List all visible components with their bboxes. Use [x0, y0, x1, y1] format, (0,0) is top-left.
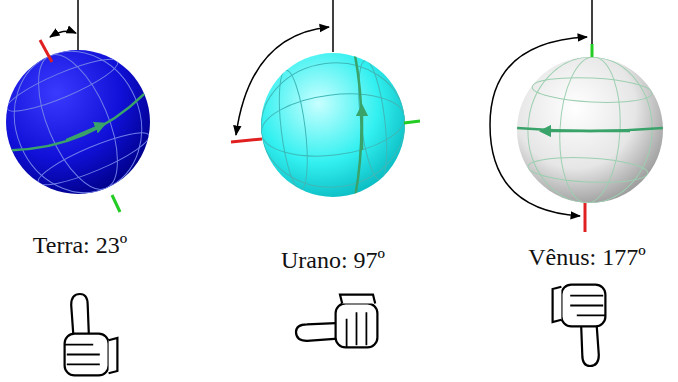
illustration-part — [517, 128, 663, 131]
illustration-part — [527, 155, 648, 185]
thumbs-down — [553, 285, 606, 366]
planet-tilt-label: Vênus: 177º — [528, 244, 645, 270]
illustration-part — [545, 130, 630, 133]
venus — [490, 0, 663, 232]
illustration-part — [355, 55, 362, 198]
illustration-part — [66, 125, 101, 140]
illustration-part — [591, 0, 593, 45]
illustration-part — [261, 53, 405, 197]
illustration-part — [332, 0, 334, 52]
illustration-part — [6, 50, 150, 194]
illustration-part — [50, 31, 76, 37]
earth — [0, 0, 172, 216]
illustration-part — [584, 203, 587, 232]
illustration-part — [112, 195, 120, 212]
illustration-part — [0, 28, 172, 217]
thumbs-up — [65, 294, 118, 375]
illustration-part — [254, 55, 412, 196]
illustration-part — [231, 139, 262, 142]
planet-tilt-label: Terra: 23º — [33, 232, 127, 258]
thumbs-sideways — [296, 295, 377, 348]
illustration-part — [404, 121, 420, 123]
illustration-part — [40, 40, 52, 62]
uranus — [231, 0, 420, 198]
illustration-part — [361, 110, 364, 150]
illustration-part — [258, 86, 408, 163]
planet-tilt-label: Urano: 97º — [281, 247, 385, 273]
illustration-part — [254, 55, 412, 196]
illustration-part — [22, 44, 133, 200]
illustration-part — [517, 57, 663, 203]
illustration-part — [532, 75, 653, 105]
illustration-part — [12, 94, 150, 163]
illustration-part — [274, 69, 312, 191]
illustration-part — [591, 44, 594, 58]
illustration-part — [77, 0, 79, 50]
illustration-part — [0, 31, 163, 212]
